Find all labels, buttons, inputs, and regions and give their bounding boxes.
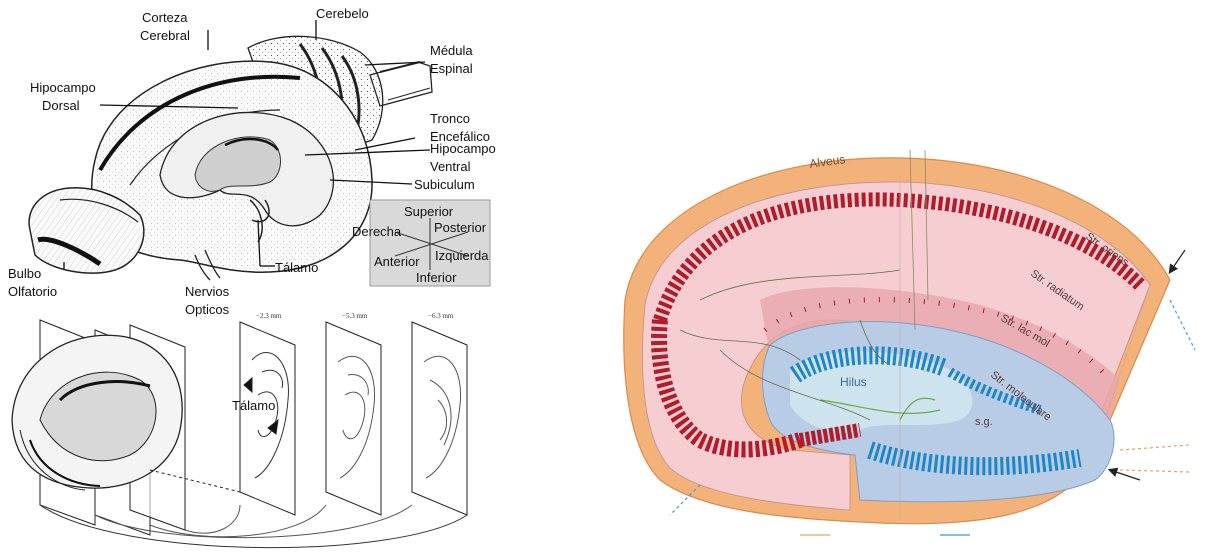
label-talamo: Tálamo: [275, 260, 318, 275]
label-hipocampo-dorsal-1: Hipocampo: [30, 80, 96, 95]
label-hipocampo-ventral-2: Ventral: [430, 159, 471, 174]
label-tronco-1: Tronco: [430, 111, 470, 126]
hippocampus-illustration: [624, 150, 1195, 535]
label-nervios-1: Nervios: [185, 284, 230, 299]
label-subiculum: Subiculum: [414, 177, 475, 192]
orientation-compass: Superior Posterior Derecha Izquierda Ant…: [352, 200, 490, 286]
coronal-sections-figure: [12, 320, 467, 548]
label-corteza-2: Cerebral: [140, 28, 190, 43]
label-nervios-2: Opticos: [185, 302, 230, 317]
compass-derecha: Derecha: [352, 224, 402, 239]
label-medula-1: Médula: [430, 43, 473, 58]
compass-posterior: Posterior: [434, 220, 487, 235]
compass-superior: Superior: [404, 204, 454, 219]
compass-inferior: Inferior: [416, 270, 457, 285]
compass-anterior: Anterior: [374, 254, 420, 269]
section-depth-1: −2.3 mm: [256, 312, 282, 320]
label-bulbo-2: Olfatorio: [8, 284, 57, 299]
label-sg: s.g.: [975, 416, 993, 428]
label-medula-2: Espinal: [430, 61, 473, 76]
label-hipocampo-ventral-1: Hipocampo: [430, 141, 496, 156]
compass-izquierda: Izquierda: [435, 248, 489, 263]
label-corteza-1: Corteza: [142, 10, 188, 25]
label-hilus: Hilus: [840, 375, 867, 389]
section-depth-3: −6.3 mm: [428, 312, 454, 320]
section-label-talamo: Tálamo: [232, 398, 275, 413]
label-cerebelo: Cerebelo: [316, 6, 369, 21]
label-hipocampo-dorsal-2: Dorsal: [42, 98, 80, 113]
section-depth-2: −5.3 mm: [342, 312, 368, 320]
label-bulbo-1: Bulbo: [8, 266, 41, 281]
